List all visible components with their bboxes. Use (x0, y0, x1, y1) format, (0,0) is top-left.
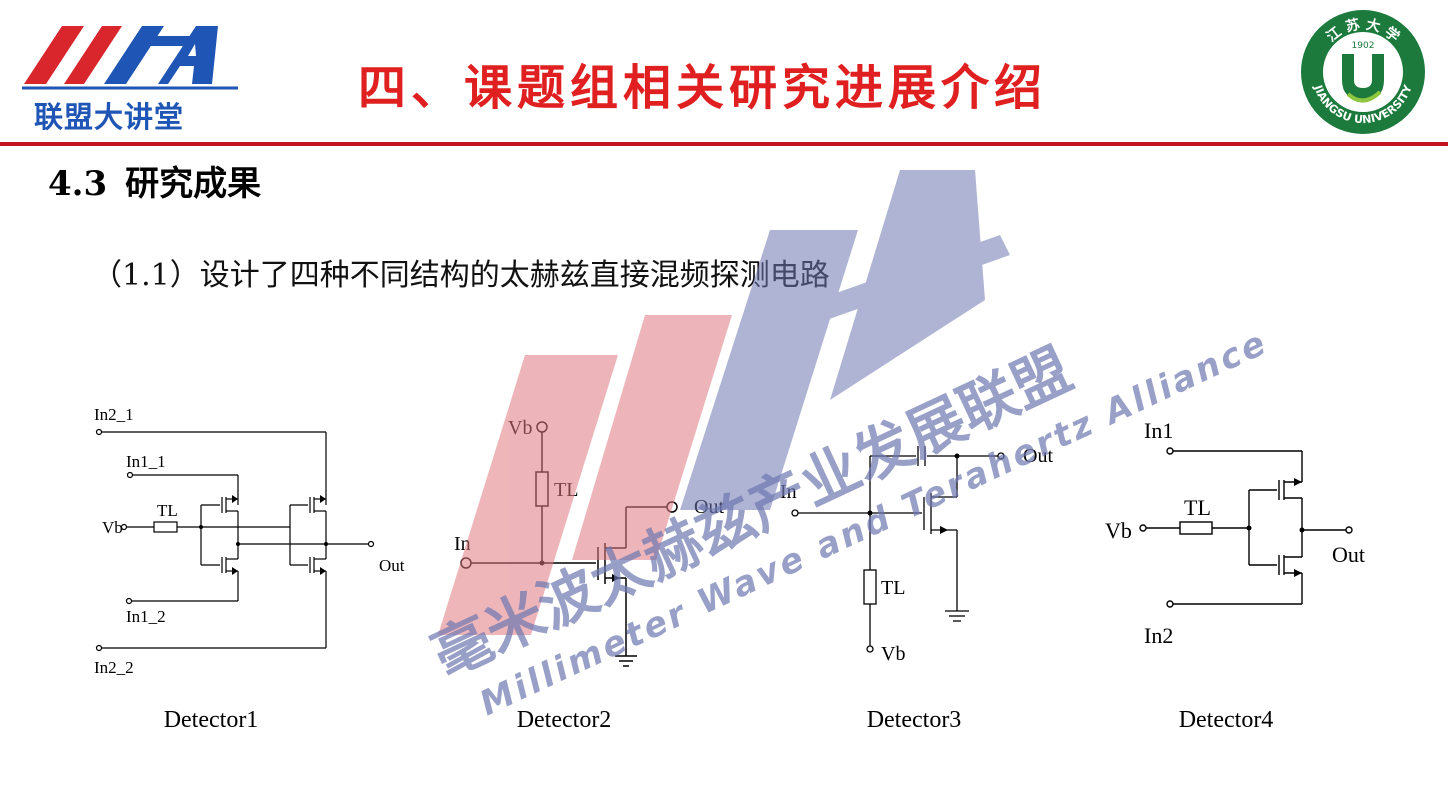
d3-label-vb: Vb (881, 643, 905, 665)
detector3-caption: Detector3 (866, 707, 962, 733)
seal-year: 1902 (1352, 41, 1375, 51)
detector1-caption: Detector1 (163, 707, 259, 733)
d4-label-vb: Vb (1105, 518, 1132, 543)
d1-label-in1-2: In1_2 (126, 607, 166, 626)
logo-caption: 联盟大讲堂 (34, 100, 185, 134)
jiangsu-university-seal: 江 苏 大 学 JIANGSU UNIVERSITY 1902 (1301, 10, 1425, 134)
d1-label-in2-1: In2_1 (94, 405, 134, 424)
d1-label-tl: TL (157, 501, 178, 520)
slide-title: 四、课题组相关研究进展介绍 (358, 60, 1048, 116)
d4-label-in2: In2 (1144, 623, 1173, 648)
d1-label-in2-2: In2_2 (94, 658, 134, 677)
header-divider (0, 142, 1448, 146)
d4-label-tl: TL (1184, 495, 1211, 520)
d1-label-vb: Vb (102, 518, 123, 537)
d4-label-in1: In1 (1144, 418, 1173, 443)
detector2-caption: Detector2 (516, 707, 612, 733)
seal-u-emblem (1342, 54, 1384, 100)
section-number: 4.3 (48, 164, 108, 204)
d4-label-out: Out (1332, 542, 1365, 567)
detector4-caption: Detector4 (1178, 707, 1274, 733)
d1-label-out: Out (379, 556, 405, 575)
d3-label-out: Out (1023, 445, 1053, 467)
d1-label-in1-1: In1_1 (126, 452, 166, 471)
section-heading: 4.3 研究成果 (48, 156, 261, 205)
d3-label-tl: TL (881, 577, 905, 599)
mta-logo-mark (22, 26, 238, 90)
alliance-logo: 联盟大讲堂 (18, 22, 243, 137)
section-title: 研究成果 (125, 164, 262, 204)
